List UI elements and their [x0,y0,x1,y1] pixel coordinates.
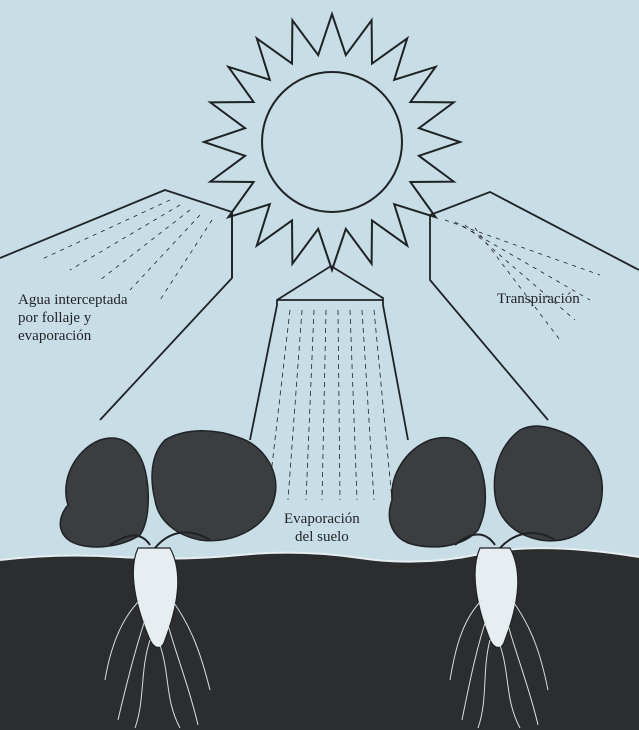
label-intercepted-water-line-3: evaporación [18,327,128,345]
right-plant-foliage [389,426,602,548]
sun-rays [204,14,460,270]
soil [0,548,639,730]
label-transpiration: Transpiración [497,290,580,308]
label-transpiration-text: Transpiración [497,290,580,308]
label-intercepted-water-line-1: Agua interceptada [18,291,128,309]
left-plant-foliage [60,431,276,548]
center-arrow [250,266,408,500]
label-soil-evaporation: Evaporación del suelo [284,510,360,546]
label-soil-evaporation-line-2: del suelo [284,528,360,546]
label-intercepted-water-line-2: por follaje y [18,309,128,327]
sun-disc [262,72,402,212]
sun-icon [204,14,460,270]
label-soil-evaporation-line-1: Evaporación [284,510,360,528]
label-intercepted-water: Agua interceptada por follaje y evaporac… [18,291,128,345]
